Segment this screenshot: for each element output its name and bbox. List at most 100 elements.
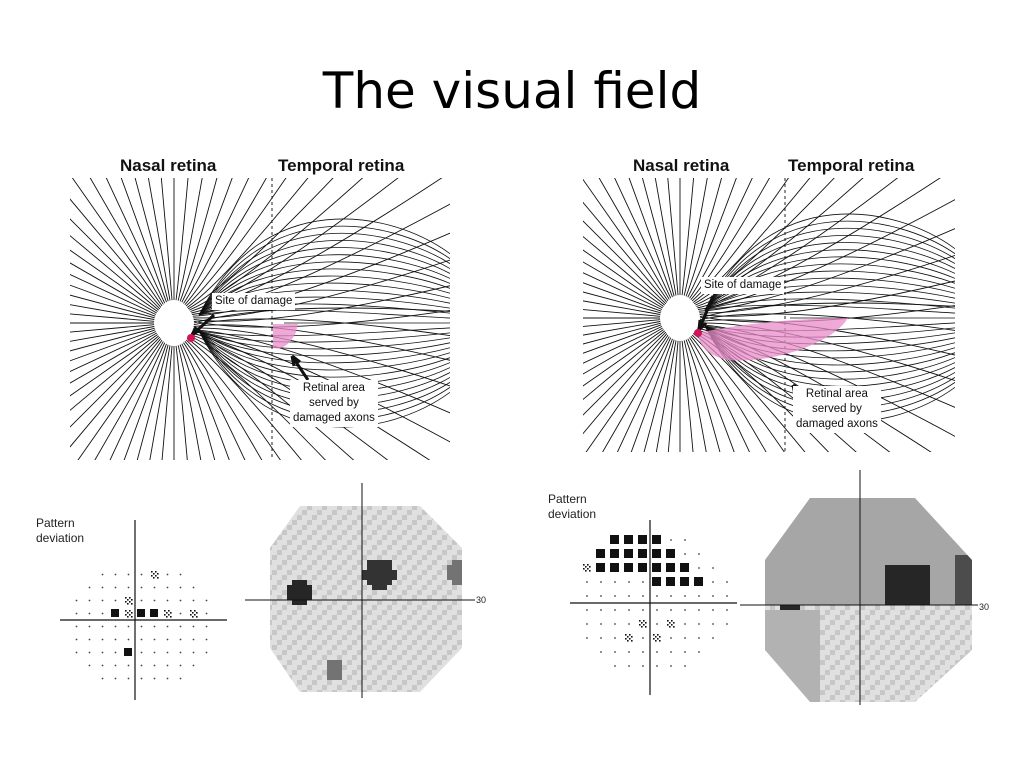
field-pixel [830,550,835,555]
field-pixel [322,655,327,660]
field-pixel [960,545,965,550]
field-pixel [462,665,467,670]
field-pixel [950,675,955,680]
field-pixel [880,500,885,505]
field-pixel [930,540,935,545]
defect-pixel [194,610,196,612]
field-pixel [307,555,312,560]
field-pixel [297,690,302,692]
field-pixel [770,520,775,525]
field-pixel [307,590,312,595]
field-pixel [965,640,970,645]
field-pixel [910,580,915,585]
field-pixel [342,690,347,692]
field-pixel [935,655,940,660]
normal-cell [205,651,208,654]
field-pixel [940,605,945,610]
field-pixel [262,535,267,540]
field-pixel [825,565,830,570]
field-pixel [765,650,770,655]
field-pixel [800,525,805,530]
field-pixel [945,555,950,560]
defect-pixel [657,634,659,636]
field-pixel [262,625,267,630]
field-pixel [312,640,317,645]
field-pixel [845,520,850,525]
field-pixel [362,630,367,635]
field-pixel [790,515,795,520]
field-pixel [805,700,810,702]
field-pixel [820,610,825,615]
field-pixel [327,700,332,703]
field-pixel [755,560,760,565]
field-pixel [920,535,925,540]
field-pixel [432,675,437,680]
defect-pixel [585,570,587,572]
field-pixel [795,655,800,660]
field-pixel [750,550,755,555]
field-pixel [462,555,467,560]
field-pixel [795,595,800,600]
field-pixel [342,550,347,555]
field-pixel [755,670,760,675]
defect-pixel [168,614,170,616]
field-pixel [930,680,935,685]
normal-cell [628,623,630,625]
field-pixel [855,595,860,600]
field-pixel [970,555,972,560]
field-pixel [427,510,432,515]
field-pixel [930,575,935,580]
field-pixel [855,520,860,525]
field-pixel [810,615,815,620]
field-pixel [765,565,770,570]
field-pixel [785,565,790,570]
field-pixel [805,500,810,505]
field-pixel [860,550,865,555]
field-pixel [427,575,432,580]
field-pixel [292,655,297,660]
field-pixel [417,555,422,560]
field-pixel [825,620,830,625]
field-pixel [915,560,920,565]
field-pixel [955,510,960,515]
field-pixel [332,640,337,645]
field-pixel [317,535,322,540]
field-pixel [800,675,805,680]
field-pixel [915,600,920,605]
field-pixel [945,570,950,575]
field-pixel [442,645,447,650]
normal-cell [614,651,616,653]
field-pixel [930,610,935,615]
field-pixel [950,585,955,590]
field-pixel [830,705,835,710]
field-pixel [830,700,835,702]
field-pixel [920,498,925,500]
field-pixel [277,520,282,525]
field-pixel [442,690,447,692]
field-pixel [795,520,800,525]
field-pixel [905,570,910,575]
field-pixel [820,530,825,535]
field-pixel [447,625,452,630]
field-pixel [432,660,437,665]
field-pixel [457,585,462,590]
field-pixel [292,585,297,590]
field-pixel [790,545,795,550]
field-pixel [297,600,302,605]
field-pixel [292,590,297,595]
field-pixel [825,498,830,500]
field-pixel [362,625,367,630]
field-pixel [945,600,950,605]
normal-cell [127,664,130,667]
field-pixel [970,695,972,700]
field-pixel [785,540,790,545]
field-pixel [307,565,312,570]
field-pixel [412,630,417,635]
partial-defect-cell [125,597,133,605]
field-pixel [895,625,900,630]
field-pixel [830,635,835,640]
field-pixel [282,565,287,570]
field-pixel [930,645,935,650]
axis-value-label: 30 [979,602,989,612]
field-pixel [865,520,870,525]
